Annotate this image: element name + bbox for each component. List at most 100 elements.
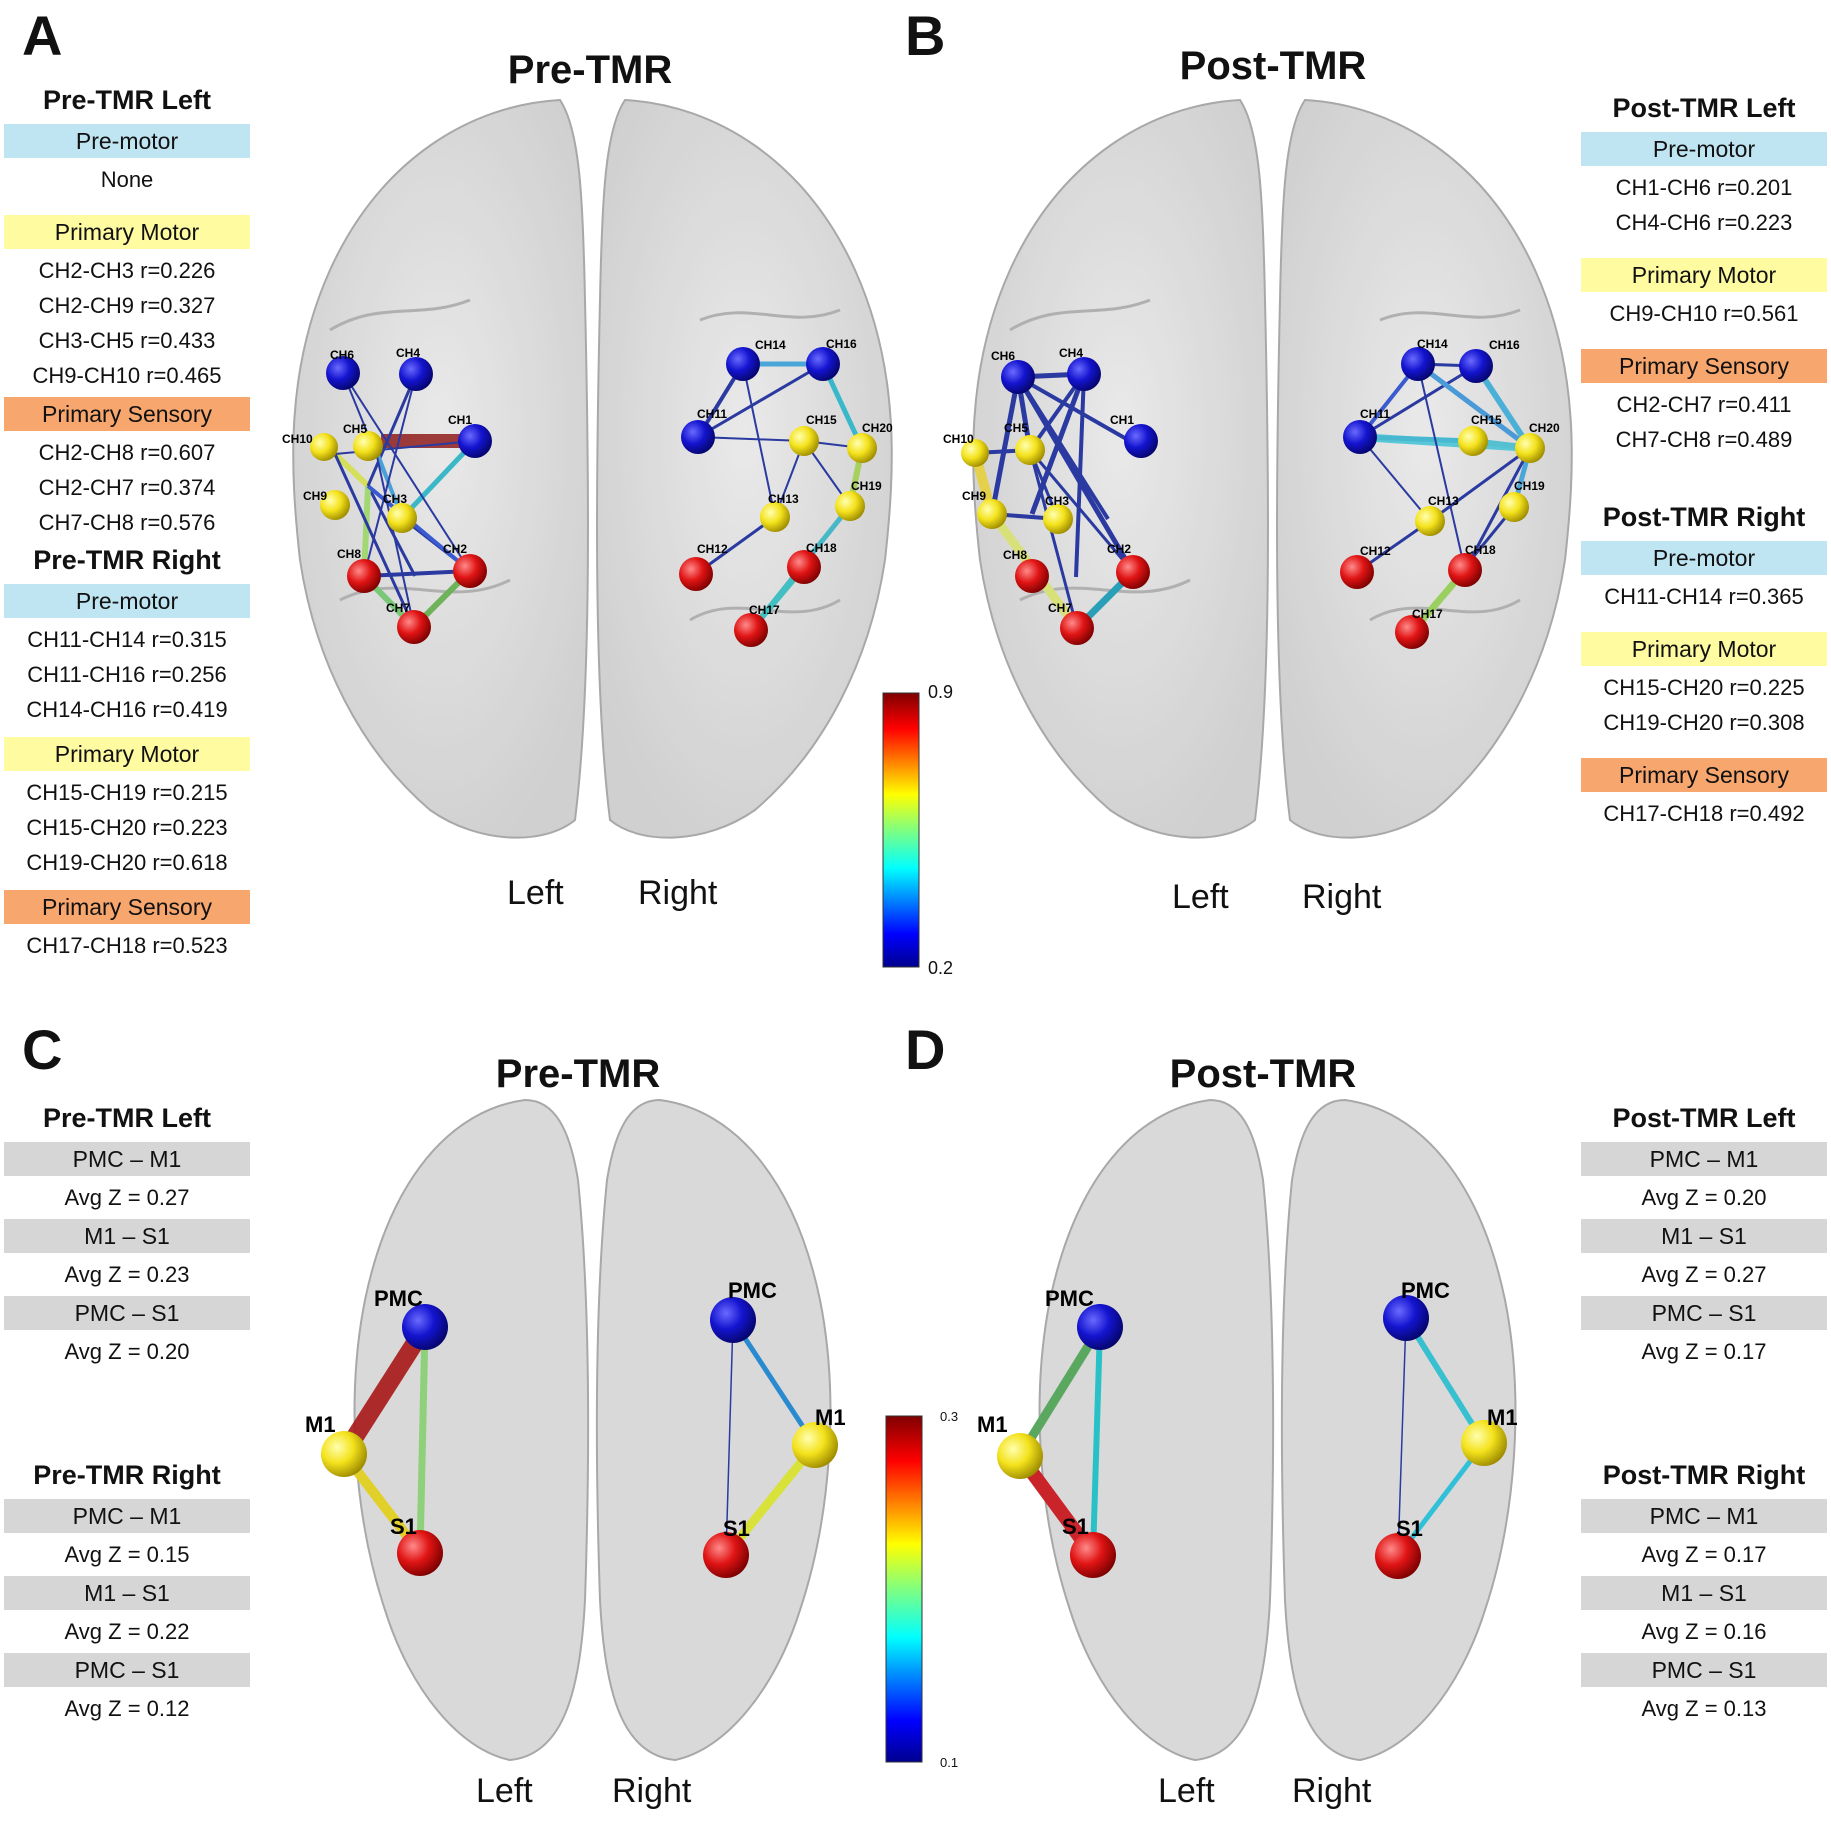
section-primary-sensory: Primary Sensory [4,397,250,431]
pair-label: PMC – M1 [4,1499,250,1533]
section-premotor: Pre-motor [1581,132,1827,166]
pair-label: M1 – S1 [4,1219,250,1253]
table-header: Post-TMR Right [1602,1460,1806,1490]
section-premotor: Pre-motor [1581,541,1827,575]
panel-c-network [321,1297,838,1578]
panel-letter-d: D [905,1018,946,1081]
pair-label: M1 – S1 [1581,1219,1827,1253]
colorbar-bottom-max: 0.3 [940,1409,959,1424]
panel-c-right-label: Right [612,1772,692,1810]
node-label: CH18 [806,541,837,555]
left-hemisphere [292,98,589,839]
node-label: CH12 [697,542,728,556]
node-label: CH7 [386,601,410,615]
node-label: M1 [305,1412,336,1437]
brain-panel-b [972,98,1573,839]
panel-d-table-right: Post-TMR Right PMC – M1 Avg Z = 0.17 M1 … [1581,1455,1827,1726]
node-label: PMC [1045,1286,1094,1311]
node-label: CH19 [1514,479,1545,493]
table-header: Pre-TMR Right [33,545,221,575]
table-row: CH7-CH8 r=0.576 [38,510,216,535]
panel-a-nodes [310,347,877,647]
node-label: CH5 [1004,421,1028,435]
avg-z-value: Avg Z = 0.20 [1641,1185,1767,1210]
node-label: CH12 [1360,544,1391,558]
table-row: CH2-CH9 r=0.327 [38,293,216,318]
panel-c-left-label: Left [476,1772,533,1810]
section-primary-motor: Primary Motor [4,215,250,249]
panel-d-right-label: Right [1292,1772,1372,1810]
node-label: CH10 [282,432,313,446]
panel-b-left-label: Left [1172,878,1229,916]
node-label: CH7 [1048,601,1072,615]
node-label: CH3 [1045,494,1069,508]
table-row: CH11-CH14 r=0.315 [27,627,227,652]
left-hemisphere [1038,1098,1275,1762]
section-primary-sensory: Primary Sensory [1581,758,1827,792]
node-label: PMC [1401,1278,1450,1303]
table-row: CH9-CH10 r=0.465 [32,363,222,388]
node-label: CH15 [1471,413,1502,427]
avg-z-value: Avg Z = 0.16 [1641,1619,1767,1644]
node-label: CH17 [749,603,780,617]
pair-label: PMC – S1 [1581,1653,1827,1687]
table-row: CH19-CH20 r=0.618 [26,850,228,875]
section-premotor: Pre-motor [4,584,250,618]
panel-d-table-left: Post-TMR Left PMC – M1 Avg Z = 0.20 M1 –… [1581,1098,1827,1369]
table-row: CH15-CH19 r=0.215 [26,780,228,805]
node-label: CH14 [1417,337,1448,351]
avg-z-value: Avg Z = 0.27 [1641,1262,1767,1287]
table-row: CH14-CH16 r=0.419 [26,697,228,722]
node-label: CH1 [1110,413,1134,427]
node-label: CH13 [1428,494,1459,508]
colorbar-top-max: 0.9 [928,682,954,702]
table-row: CH17-CH18 r=0.492 [1603,801,1805,826]
node-label: CH6 [330,348,354,362]
table-row: CH15-CH20 r=0.223 [26,815,228,840]
colorbar-top-min: 0.2 [928,958,954,978]
node-label: PMC [374,1286,423,1311]
node-label: CH5 [343,422,367,436]
avg-z-value: Avg Z = 0.20 [64,1339,190,1364]
avg-z-value: Avg Z = 0.17 [1641,1542,1767,1567]
node-label: CH2 [443,542,467,556]
panel-letter-b: B [905,4,946,67]
node-label: CH18 [1465,543,1496,557]
colorbar-bottom [885,1415,923,1763]
avg-z-value: Avg Z = 0.23 [64,1262,190,1287]
avg-z-value: Avg Z = 0.12 [64,1696,190,1721]
table-row: CH9-CH10 r=0.561 [1609,301,1799,326]
node-label: CH6 [991,349,1015,363]
node-label: M1 [815,1405,846,1430]
node-label: CH15 [806,413,837,427]
table-row: CH11-CH16 r=0.256 [27,662,227,687]
node-label: CH11 [1360,407,1390,421]
node-label: CH8 [1003,548,1027,562]
left-hemisphere [353,1098,590,1762]
pair-label: PMC – M1 [4,1142,250,1176]
pair-label: M1 – S1 [1581,1576,1827,1610]
node-label: S1 [390,1514,417,1539]
table-header: Pre-TMR Left [43,85,211,115]
panel-letter-a: A [22,4,63,67]
table-row: CH15-CH20 r=0.225 [1603,675,1805,700]
avg-z-value: Avg Z = 0.27 [64,1185,190,1210]
table-row: CH2-CH7 r=0.374 [38,475,216,500]
colorbar-bottom-min: 0.1 [940,1755,959,1770]
node-label: S1 [1062,1514,1089,1539]
panel-b-table: Post-TMR Left Pre-motor CH1-CH6 r=0.201 … [1581,88,1827,831]
brain-panel-a [292,98,893,839]
node-label: M1 [1487,1405,1518,1430]
node-label: CH2 [1107,542,1131,556]
brain-panel-d [1038,1098,1517,1762]
node-label: CH8 [337,547,361,561]
section-primary-sensory: Primary Sensory [1581,349,1827,383]
brain-panel-c [353,1098,832,1762]
node-label: S1 [723,1516,750,1541]
panel-d-network [997,1295,1507,1579]
panel-b-right-label: Right [1302,878,1382,916]
node-label: S1 [1396,1516,1423,1541]
table-header: Pre-TMR Left [43,1103,211,1133]
channel-labels: CH6 CH4 CH1 CH10 CH5 CH9 CH3 CH8 CH2 CH7… [282,337,1560,621]
section-premotor: Pre-motor [4,124,250,158]
